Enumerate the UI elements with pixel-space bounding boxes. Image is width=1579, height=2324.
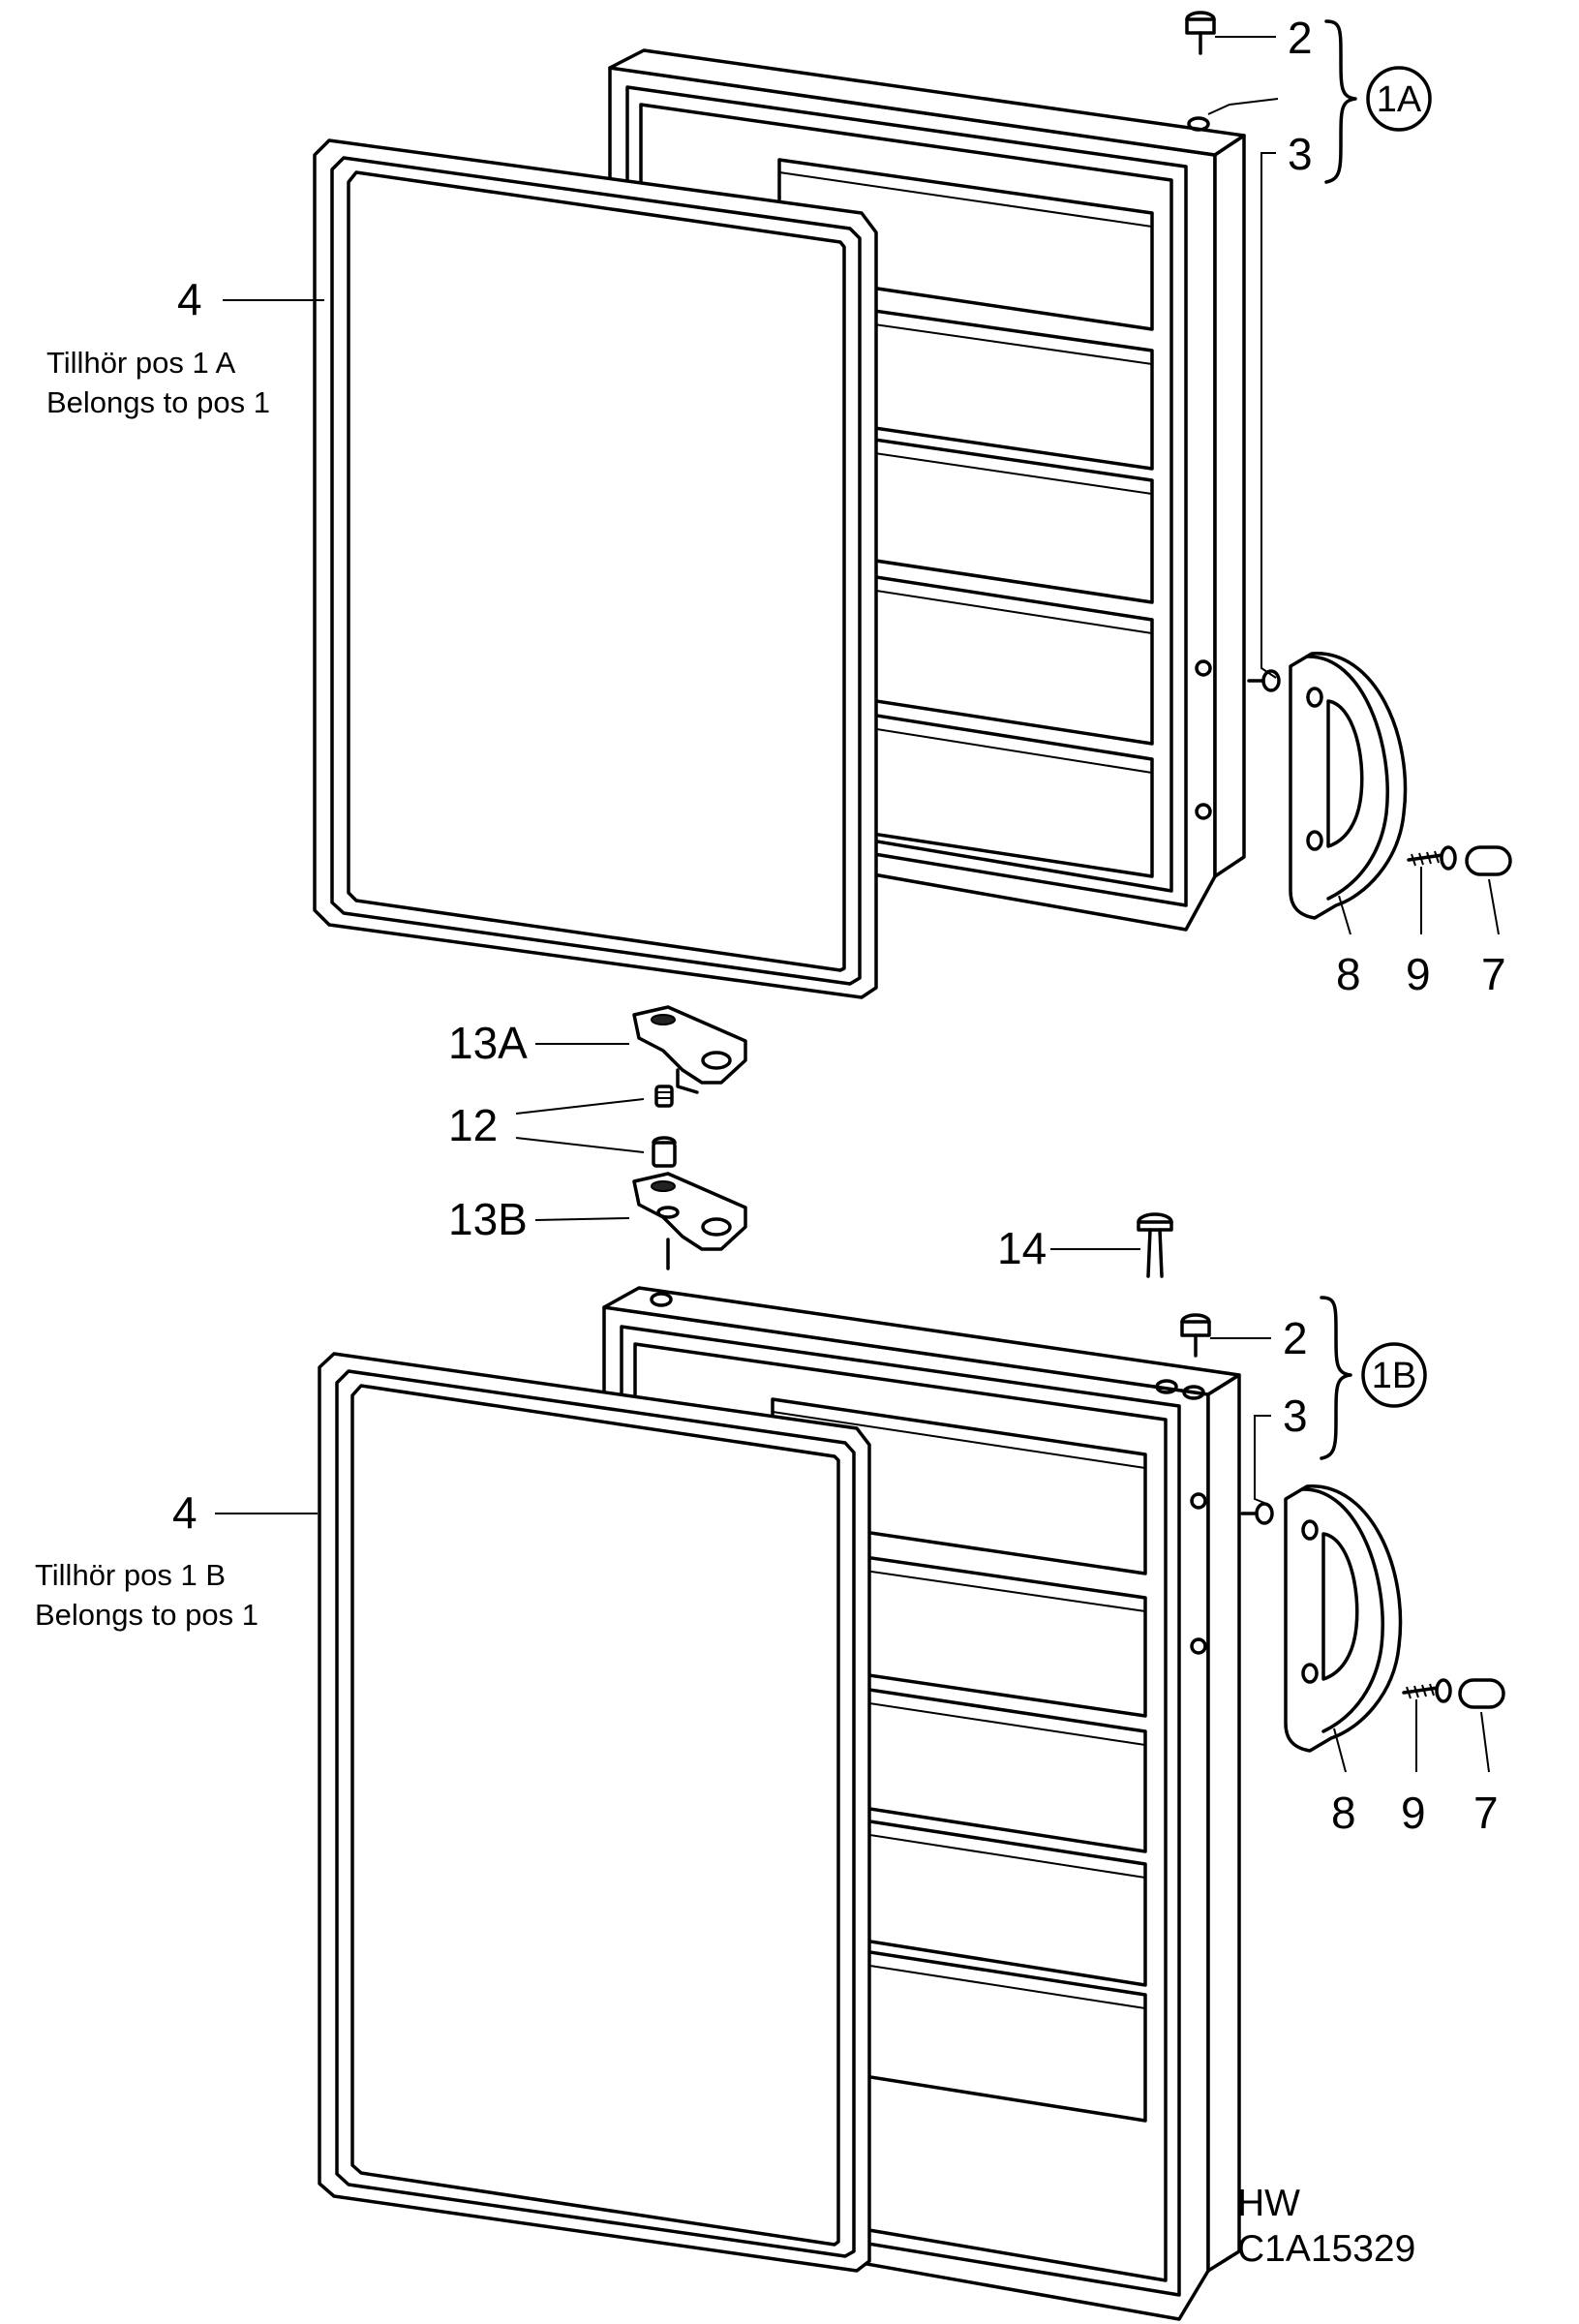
label-pos-12: 12 [448, 1100, 498, 1150]
label-pos-3-bottom: 3 [1283, 1391, 1308, 1441]
hinge-bracket-13A [632, 1005, 747, 1094]
belongs-to-notes: Tillhör pos 1 A Belongs to pos 1 Tillhör… [35, 346, 270, 1632]
label-pos-3-top: 3 [1288, 129, 1313, 179]
upper-cap-7 [1465, 845, 1512, 876]
lower-hinge-pin-14 [1137, 1212, 1173, 1278]
label-pos-2-bottom: 2 [1283, 1313, 1308, 1363]
label-pos-14: 14 [997, 1223, 1047, 1273]
label-pos-9-bottom: 9 [1401, 1788, 1426, 1838]
leader-lines [215, 36, 1500, 1773]
label-pos-7-top: 7 [1481, 949, 1506, 999]
label-pos-8-top: 8 [1336, 949, 1361, 999]
label-pos-4-bottom: 4 [172, 1487, 197, 1538]
label-pos-7-bottom: 7 [1473, 1788, 1499, 1838]
lower-door-assembly [318, 1286, 1505, 2321]
lower-door-handle [1284, 1484, 1403, 1753]
upper-hinge-pin [1185, 11, 1216, 55]
upper-door-gasket [313, 138, 878, 999]
position-labels: 2 1A 3 4 8 9 7 13A 12 13B 14 2 1B 3 4 8 … [172, 13, 1506, 1838]
lower-cap-7 [1458, 1678, 1505, 1709]
lower-door-gasket [318, 1352, 871, 2273]
lower-hinge-pin [1180, 1313, 1211, 1358]
note-bottom-line1: Tillhör pos 1 B [35, 1558, 226, 1592]
hinge-bushing-12-upper [654, 1085, 674, 1108]
label-pos-9-top: 9 [1406, 949, 1431, 999]
hinge-bracket-13B [632, 1172, 747, 1270]
lower-screw-9 [1402, 1678, 1452, 1703]
lower-handle-screw [1240, 1502, 1274, 1525]
label-pos-13A: 13A [448, 1018, 528, 1068]
circle-1B [1361, 1342, 1427, 1408]
brace-1A [1324, 19, 1357, 184]
drawing-code: HW C1A15329 [1237, 2183, 1415, 2270]
drawing-code-line1: HW [1237, 2183, 1300, 2224]
drawing-code-line2: C1A15329 [1237, 2228, 1415, 2270]
label-pos-1B: 1B [1372, 1356, 1416, 1396]
upper-screw-9 [1407, 845, 1457, 871]
hinge-bushing-12-lower [652, 1136, 677, 1168]
middle-hinge-parts [632, 1005, 1173, 1278]
circle-1A [1366, 66, 1432, 132]
upper-door-handle [1289, 652, 1408, 920]
brace-1B [1320, 1296, 1352, 1460]
note-bottom-line2: Belongs to pos 1 [35, 1598, 258, 1632]
upper-handle-screw [1247, 669, 1281, 692]
label-pos-1A: 1A [1377, 79, 1422, 120]
label-pos-8-bottom: 8 [1331, 1788, 1356, 1838]
label-pos-4-top: 4 [177, 274, 202, 324]
label-pos-2-top: 2 [1288, 13, 1313, 63]
upper-door-assembly [313, 11, 1512, 999]
note-top-line2: Belongs to pos 1 [46, 385, 270, 419]
label-pos-13B: 13B [448, 1194, 528, 1244]
note-top-line1: Tillhör pos 1 A [46, 346, 236, 380]
